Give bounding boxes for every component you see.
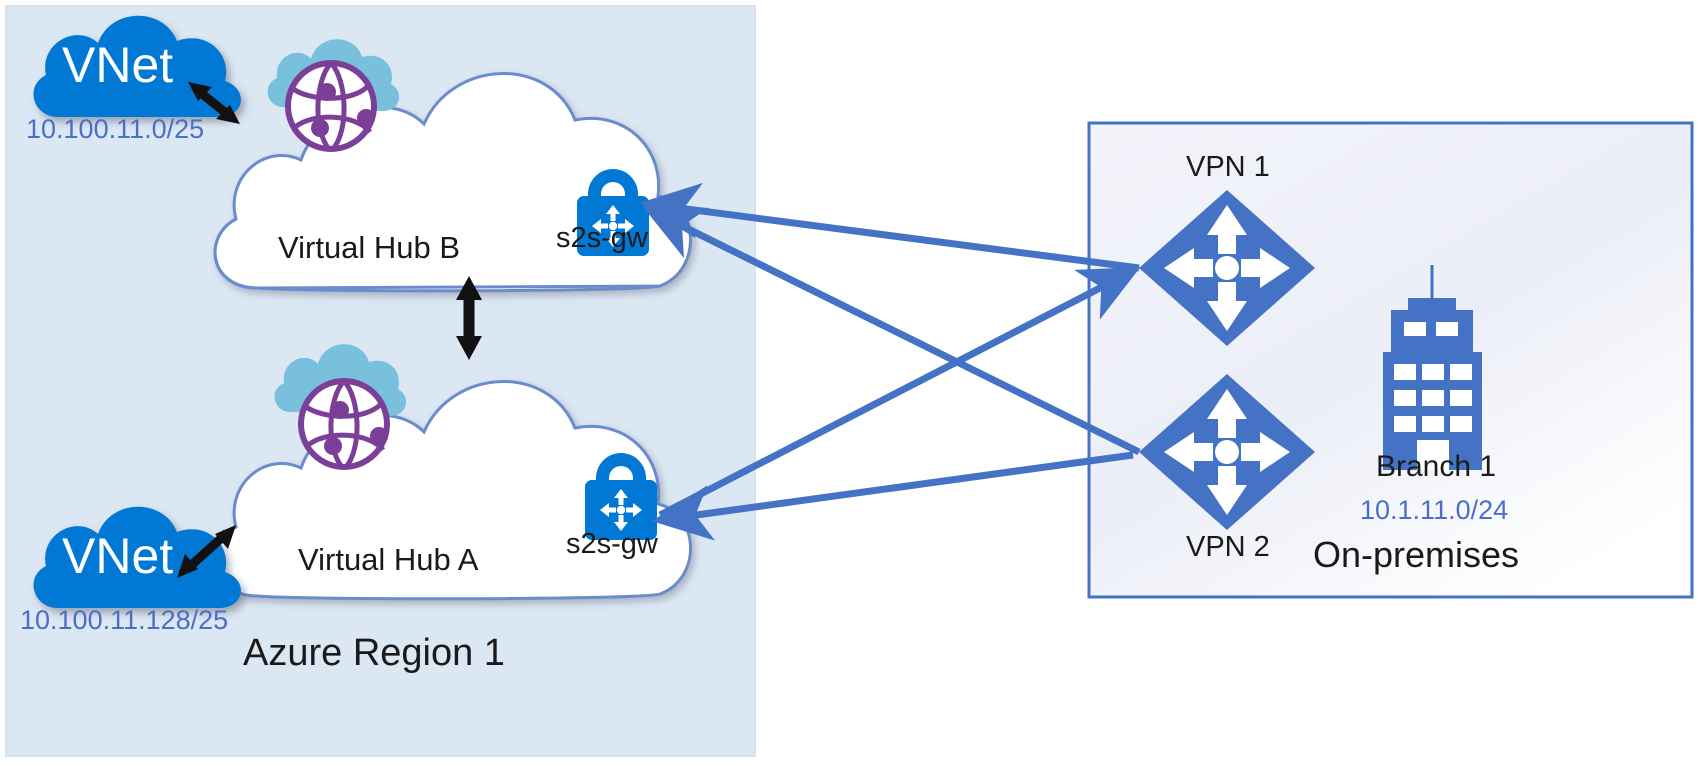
virtual-wan-globe-icon-hub-b <box>267 39 400 152</box>
on-premises-label: On-premises <box>1313 534 1520 575</box>
connection-huba-to-vpn2 <box>651 451 1134 541</box>
virtual-wan-globe-icon-hub-a <box>274 344 407 470</box>
vpn-device-diamond-icon-2 <box>1139 374 1315 530</box>
vpn-gateway-lock-icon-hub-a <box>585 453 657 540</box>
vnet-label-bottom: VNet <box>62 528 174 584</box>
connection-vpn1-to-hubb <box>639 182 1140 272</box>
branch-cidr: 10.1.11.0/24 <box>1360 495 1509 525</box>
vnet-label-top: VNet <box>62 37 174 93</box>
office-building-icon <box>1383 265 1482 470</box>
connection-vpn2-to-hubb <box>642 206 1141 456</box>
vnet-cloud-bottom <box>33 506 241 608</box>
hub-to-hub-arrow <box>456 276 482 360</box>
vpn-device-label-2: VPN 2 <box>1186 531 1270 563</box>
vnet-cloud-top <box>33 15 241 117</box>
s2s-gw-label-hub-a: s2s-gw <box>566 528 658 560</box>
vnet-hub-peering-arrow-bottom <box>177 525 236 578</box>
branch-label: Branch 1 <box>1376 450 1497 483</box>
vpn-gateway-lock-icon-hub-b <box>577 169 649 256</box>
connection-huba-to-vpn1 <box>658 267 1141 519</box>
s2s-connection-lines <box>639 182 1141 541</box>
vnet-cidr-top: 10.100.11.0/25 <box>26 114 205 144</box>
s2s-gw-label-hub-b: s2s-gw <box>556 222 648 254</box>
virtual-hub-a-label: Virtual Hub A <box>298 542 479 577</box>
vnet-cidr-bottom: 10.100.11.128/25 <box>20 605 229 635</box>
vnet-hub-peering-arrow-top <box>188 82 240 124</box>
azure-region-label: Azure Region 1 <box>243 632 505 674</box>
vpn-device-label-1: VPN 1 <box>1186 151 1270 183</box>
virtual-hub-b-label: Virtual Hub B <box>278 230 461 265</box>
vpn-device-diamond-icon-1 <box>1139 190 1315 346</box>
